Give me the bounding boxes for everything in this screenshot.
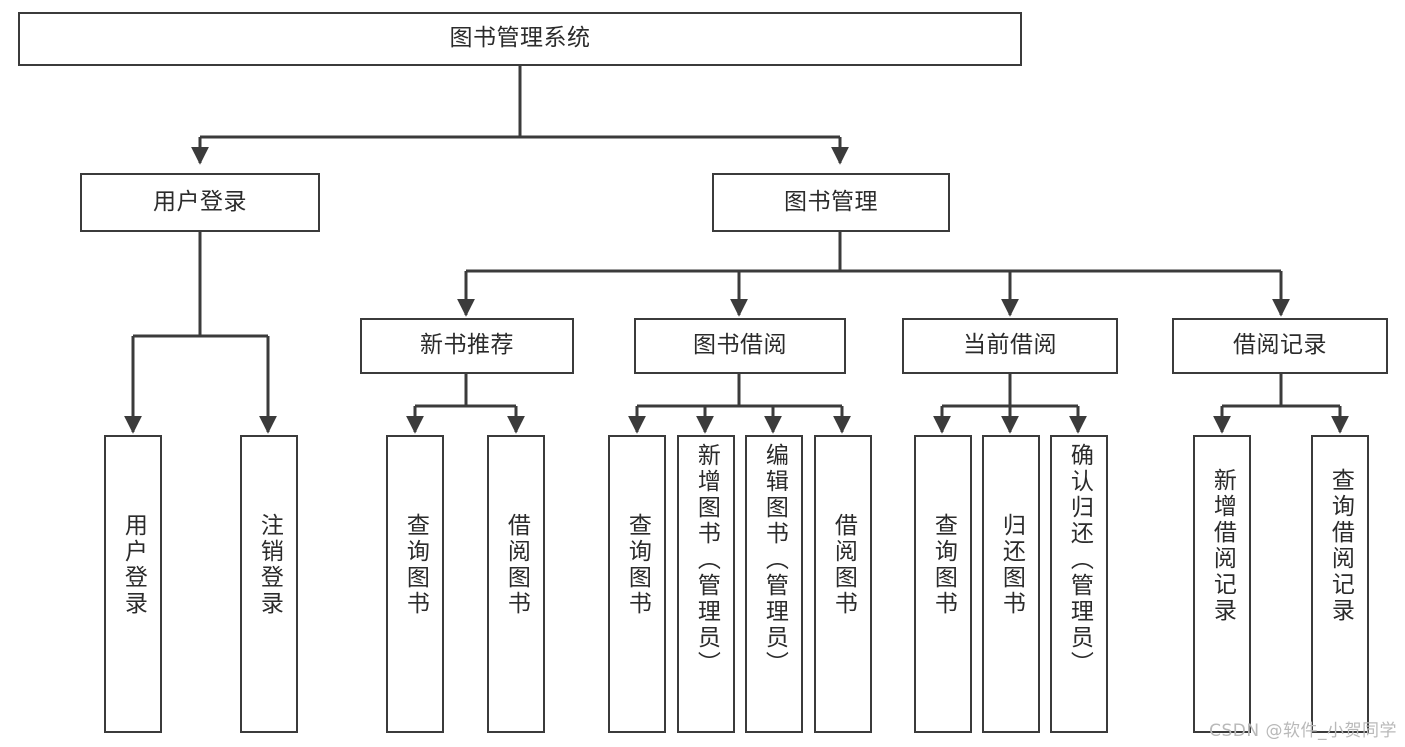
leaf-borrow-book-2[interactable]: 借阅图书 [814, 435, 872, 733]
leaf-borrow-book-2-label: 借阅图书 [830, 513, 857, 617]
node-book-borrow-label: 图书借阅 [693, 332, 787, 359]
node-current-borrow[interactable]: 当前借阅 [902, 318, 1118, 374]
leaf-query-book-1-label: 查询图书 [402, 513, 429, 617]
node-new-book-recommend-label: 新书推荐 [420, 332, 514, 359]
node-root-label: 图书管理系统 [449, 25, 591, 52]
leaf-borrow-book-1[interactable]: 借阅图书 [487, 435, 545, 733]
leaf-user-login[interactable]: 用户登录 [104, 435, 162, 733]
leaf-query-record-label: 查询借阅记录 [1327, 468, 1354, 624]
node-current-borrow-label: 当前借阅 [963, 332, 1057, 359]
watermark-text: CSDN @软件_小贺同学 [1209, 721, 1397, 741]
leaf-borrow-book-1-label: 借阅图书 [503, 513, 530, 617]
node-user-login[interactable]: 用户登录 [80, 173, 320, 232]
leaf-edit-book-label: 编辑图书（管理员） [761, 443, 788, 677]
node-borrow-record[interactable]: 借阅记录 [1172, 318, 1388, 374]
leaf-logout-login-label: 注销登录 [256, 513, 283, 617]
node-new-book-recommend[interactable]: 新书推荐 [360, 318, 574, 374]
leaf-query-book-2-label: 查询图书 [624, 513, 651, 617]
node-user-login-label: 用户登录 [153, 188, 247, 215]
leaf-query-book-1[interactable]: 查询图书 [386, 435, 444, 733]
leaf-user-login-label: 用户登录 [120, 513, 147, 617]
leaf-add-record[interactable]: 新增借阅记录 [1193, 435, 1251, 733]
leaf-add-book-label: 新增图书（管理员） [693, 443, 720, 677]
node-borrow-record-label: 借阅记录 [1233, 332, 1327, 359]
leaf-logout-login[interactable]: 注销登录 [240, 435, 298, 733]
node-book-manage[interactable]: 图书管理 [712, 173, 950, 232]
leaf-query-book-3[interactable]: 查询图书 [914, 435, 972, 733]
node-book-manage-label: 图书管理 [784, 188, 878, 215]
leaf-return-book[interactable]: 归还图书 [982, 435, 1040, 733]
leaf-query-book-3-label: 查询图书 [930, 513, 957, 617]
leaf-query-record[interactable]: 查询借阅记录 [1311, 435, 1369, 733]
leaf-confirm-return[interactable]: 确认归还（管理员） [1050, 435, 1108, 733]
leaf-add-book[interactable]: 新增图书（管理员） [677, 435, 735, 733]
leaf-edit-book[interactable]: 编辑图书（管理员） [745, 435, 803, 733]
leaf-add-record-label: 新增借阅记录 [1209, 468, 1236, 624]
leaf-query-book-2[interactable]: 查询图书 [608, 435, 666, 733]
node-book-borrow[interactable]: 图书借阅 [634, 318, 846, 374]
node-root[interactable]: 图书管理系统 [18, 12, 1022, 66]
leaf-confirm-return-label: 确认归还（管理员） [1066, 443, 1093, 677]
leaf-return-book-label: 归还图书 [998, 513, 1025, 617]
